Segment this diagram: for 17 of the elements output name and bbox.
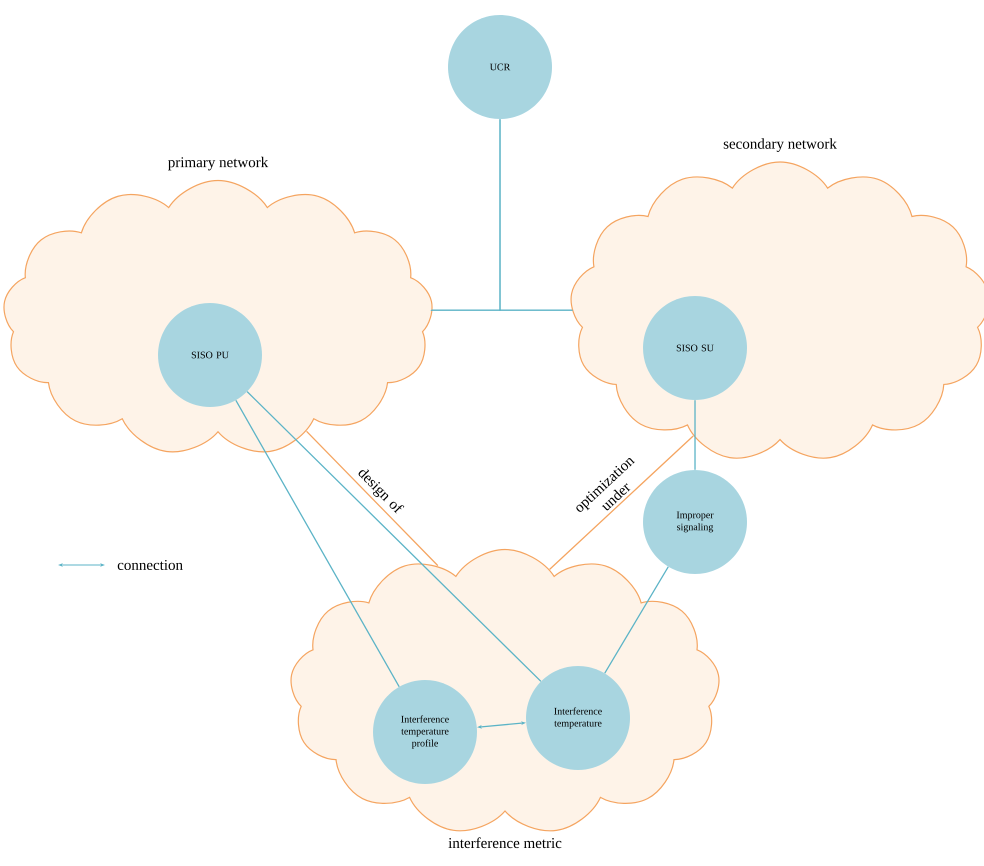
legend-text: connection xyxy=(118,560,183,570)
circle-node: UCR xyxy=(448,15,552,119)
circle-node: Interference temperature profile xyxy=(373,680,477,784)
connector-line xyxy=(246,391,542,682)
node-label: primary network xyxy=(168,156,268,170)
circle-node: SISO SU xyxy=(643,296,747,400)
node-label: interference metric xyxy=(448,837,562,848)
connector-line xyxy=(549,436,694,570)
circle-node: SISO PU xyxy=(158,303,262,407)
circle-node: Improper signaling xyxy=(643,470,747,574)
connector-line xyxy=(235,400,400,687)
connector-line xyxy=(694,400,696,470)
connector-line xyxy=(499,119,573,311)
node-label: secondary network xyxy=(724,138,837,152)
circle-node: Interference temperature xyxy=(526,666,630,770)
connector-line xyxy=(306,430,438,566)
connector-line xyxy=(604,566,669,674)
